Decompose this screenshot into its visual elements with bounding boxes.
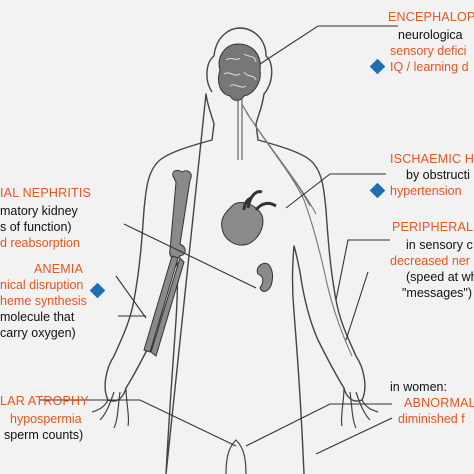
ischaemic-title: ISCHAEMIC H	[390, 152, 474, 166]
anemia-line4: carry oxygen)	[0, 326, 76, 340]
abnormal-prefix: in women:	[390, 380, 447, 394]
atrophy-title: LAR ATROPHY	[0, 394, 89, 408]
encephalopathy-line3: IQ / learning d	[390, 60, 469, 74]
peripheral-line3: (speed at wh	[406, 270, 474, 284]
kidney-icon	[256, 262, 273, 292]
atrophy-line1: hypospermia	[10, 412, 82, 426]
peripheral-line4: "messages")	[402, 286, 473, 300]
brain-icon	[217, 43, 261, 101]
left-hand-outline	[91, 387, 130, 429]
anemia-line2: heme synthesis	[0, 294, 87, 308]
ischaemic-line2: hypertension	[390, 184, 462, 198]
peripheral-line1: in sensory c	[406, 238, 473, 252]
peripheral-line2: decreased ner	[390, 254, 470, 268]
ischaemic-line1: by obstructi	[406, 168, 470, 182]
anemia-line3: molecule that	[0, 310, 75, 324]
nerve-lines	[241, 103, 353, 357]
abnormal-title: ABNORMAL	[404, 396, 474, 410]
abnormal-line1: diminished f	[398, 412, 465, 426]
spinal-cord	[237, 98, 243, 160]
atrophy-line2: sperm counts)	[4, 428, 84, 442]
crotch-line	[225, 439, 247, 474]
anemia-title: ANEMIA	[34, 262, 84, 276]
encephalopathy-line1: neurologica	[398, 28, 463, 42]
nephritis-line2: s of function)	[0, 220, 72, 234]
peripheral-title: PERIPHERAL N	[392, 220, 474, 234]
leader-lines	[40, 25, 398, 455]
humerus-bone-icon	[169, 169, 192, 260]
heart-vessels	[242, 190, 277, 211]
nephritis-title: IAL NEPHRITIS	[0, 186, 92, 200]
nephritis-line3: d reabsorption	[0, 236, 80, 250]
right-hand-outline	[340, 387, 379, 429]
forearm-bones-icon	[143, 255, 185, 357]
encephalopathy-line2: sensory defici	[390, 44, 467, 58]
anemia-line1: nical disruption	[0, 278, 84, 292]
encephalopathy-title: ENCEPHALOPA	[388, 10, 474, 24]
nephritis-line1: matory kidney	[0, 204, 78, 218]
